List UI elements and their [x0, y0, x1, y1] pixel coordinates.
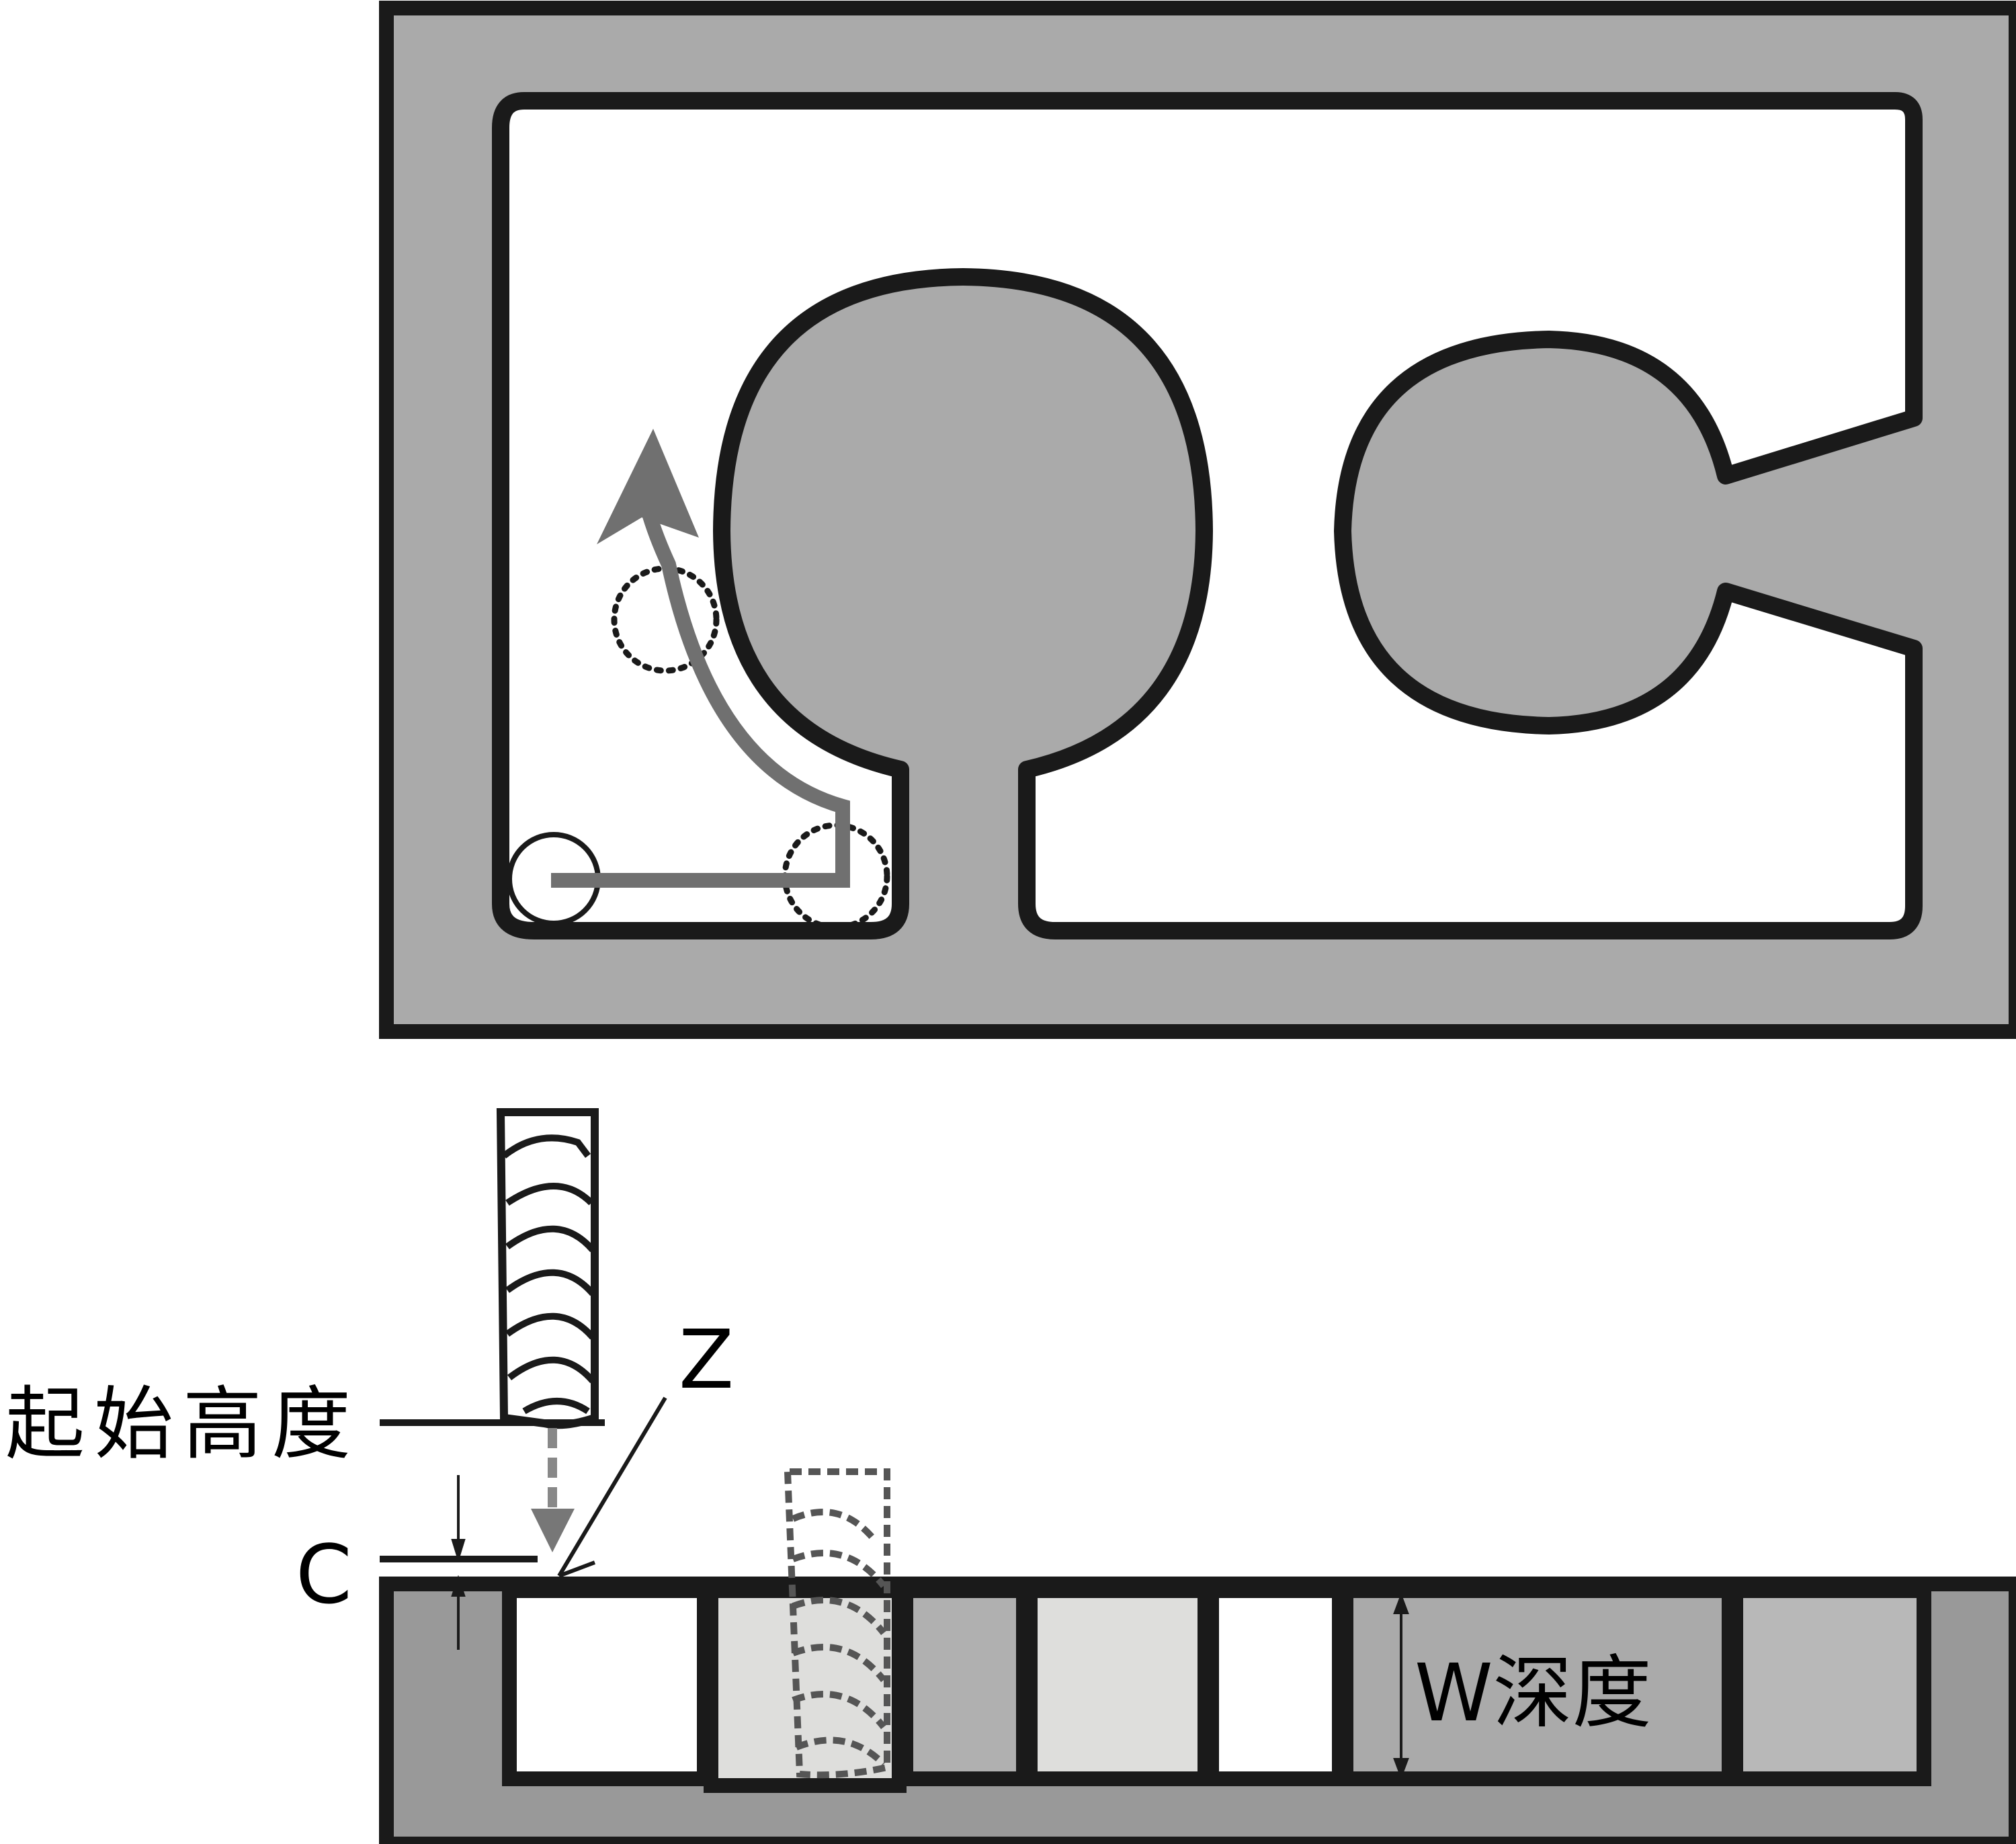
section-cavity-5 — [1204, 1583, 1347, 1786]
section-cavity-1 — [502, 1583, 712, 1786]
section-cavity-2 — [704, 1583, 907, 1793]
section-cavity-4 — [1023, 1583, 1212, 1786]
section-view: 起始高度 Z C W深度 — [5, 1108, 2016, 1844]
start-height-label: 起始高度 — [5, 1378, 360, 1470]
pocket-region — [492, 92, 1923, 939]
section-cavity-3 — [898, 1583, 1031, 1786]
tool-path-line — [551, 502, 850, 888]
end-mill-tool — [496, 1108, 599, 1429]
z-leader-line — [557, 1396, 667, 1577]
w-depth-dimension — [1393, 1593, 1409, 1779]
approach-arrow-icon — [531, 1509, 575, 1552]
c-dimension — [451, 1475, 466, 1650]
top-view — [379, 1, 2016, 1039]
z-label: Z — [679, 1314, 734, 1407]
section-cavity-7 — [1728, 1583, 1931, 1786]
tool-path-arrow-icon — [597, 429, 699, 544]
dashed-end-mill — [784, 1468, 890, 1779]
z-leader-tick — [558, 1560, 596, 1578]
w-depth-label: W深度 — [1415, 1646, 1652, 1739]
c-label: C — [296, 1529, 352, 1622]
